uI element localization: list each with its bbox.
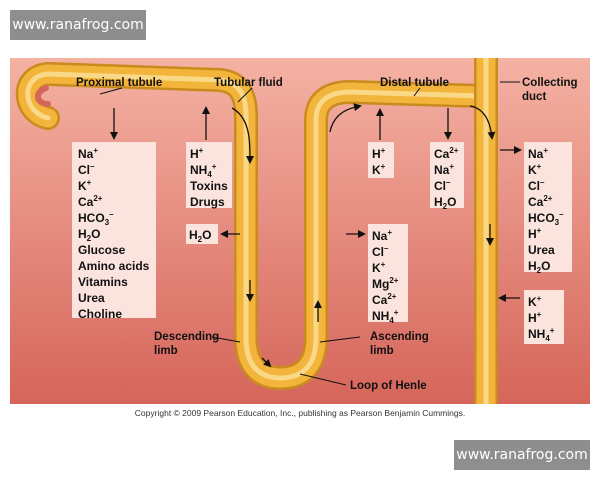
label-distal-tubule: Distal tubule <box>380 77 449 89</box>
secreted-item-toxins: Toxins <box>190 179 228 193</box>
watermark-top: www.ranafrog.com <box>10 10 146 40</box>
watermark-bottom: www.ranafrog.com <box>454 440 590 470</box>
descending-water-box <box>186 224 218 244</box>
collecting-secretion-box <box>524 290 564 344</box>
proximal-item-vitamins: Vitamins <box>78 275 128 289</box>
label-leaders <box>99 81 520 386</box>
label-collecting-duct-line1: Collecting <box>522 77 578 89</box>
secreted-item-drugs: Drugs <box>190 195 225 209</box>
flow-arrows <box>231 103 496 368</box>
label-collecting-duct-line2: duct <box>522 91 546 103</box>
proximal-item-glucose: Glucose <box>78 243 126 257</box>
ascending-item-na: Na+ <box>372 228 392 243</box>
proximal-secreted-list: H+ NH4+ Toxins Drugs <box>190 146 228 209</box>
collecting-item-h2o: H2O <box>528 259 550 275</box>
label-loop-of-henle: Loop of Henle <box>350 380 427 392</box>
collecting-item-hco3: HCO3– <box>528 210 564 227</box>
collecting-item-na: Na+ <box>528 146 548 161</box>
proximal-item-choline: Choline <box>78 307 122 321</box>
descending-item-h2o: H2O <box>189 228 211 244</box>
collecting-secreted-list: K+ H+ NH4+ <box>528 294 555 343</box>
label-descending-limb-line1: Descending <box>154 331 219 343</box>
proximal-item-amino-acids: Amino acids <box>78 259 150 273</box>
collecting-item-urea: Urea <box>528 243 555 257</box>
label-tubular-fluid: Tubular fluid <box>214 77 283 89</box>
distal-reabsorbed-list: Ca2+ Na+ Cl– H2O <box>434 146 459 211</box>
transport-arrows <box>110 106 522 302</box>
label-proximal-tubule: Proximal tubule <box>76 77 162 89</box>
proximal-secretion-box <box>186 142 232 208</box>
label-ascending-limb-line2: limb <box>370 345 394 357</box>
proximal-item-hco3: HCO3– <box>78 210 114 227</box>
copyright-notice: Copyright © 2009 Pearson Education, Inc.… <box>134 408 466 418</box>
proximal-item-na: Na+ <box>78 146 98 161</box>
distal-secretion-box <box>368 142 394 178</box>
distal-item-h2o: H2O <box>434 195 456 211</box>
distal-reabsorption-box <box>430 142 464 208</box>
proximal-reabsorption-box <box>72 142 156 318</box>
nephron-tube <box>15 58 498 404</box>
collecting-reabsorption-box <box>524 142 572 272</box>
label-descending-limb-line2: limb <box>154 345 178 357</box>
proximal-item-h2o: H2O <box>78 227 100 243</box>
proximal-item-urea: Urea <box>78 291 105 305</box>
proximal-reabsorbed-list: Na+ Cl– K+ Ca2+ HCO3– H2O Glucose Amino … <box>78 146 150 321</box>
label-ascending-limb-line1: Ascending <box>370 331 429 343</box>
ascending-ion-box <box>368 224 408 322</box>
distal-item-na: Na+ <box>434 162 454 177</box>
